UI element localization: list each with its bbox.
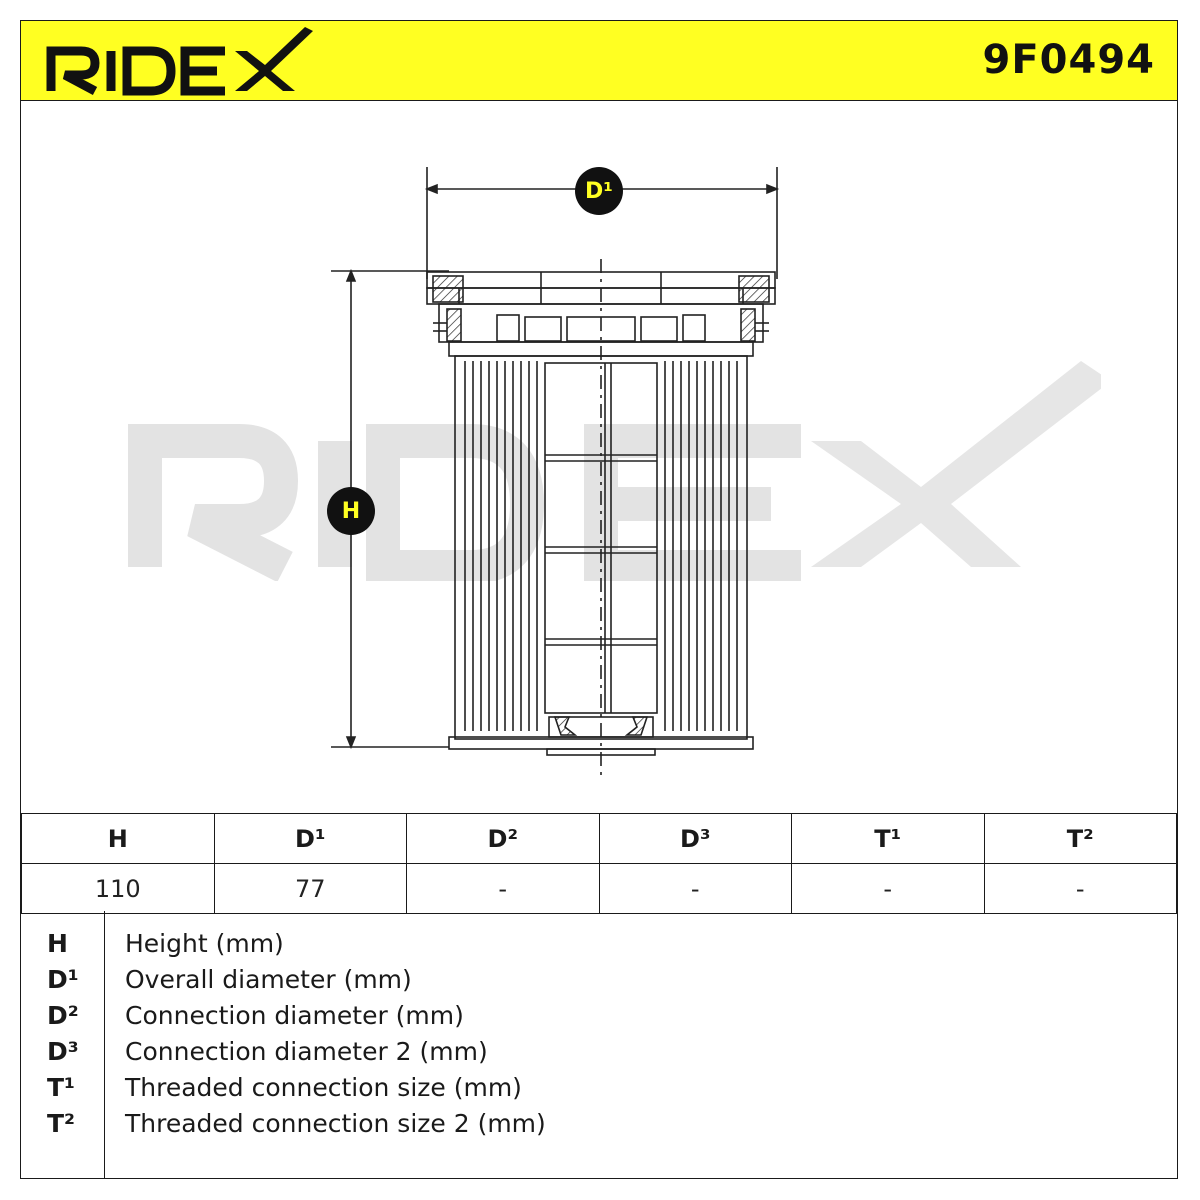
header-d3: D³ [598,813,792,864]
legend-text: Threaded connection size 2 (mm) [125,1109,546,1138]
legend-item: D³ Connection diameter 2 (mm) [21,1037,1177,1073]
legend: H Height (mm) D¹ Overall diameter (mm) D… [21,911,1177,1178]
header-d2: D² [406,813,600,864]
legend-text: Height (mm) [125,929,284,958]
legend-text: Threaded connection size (mm) [125,1073,522,1102]
legend-item: H Height (mm) [21,929,1177,965]
legend-key: D³ [47,1037,79,1066]
legend-item: T² Threaded connection size 2 (mm) [21,1109,1177,1145]
ridex-watermark [128,361,1101,581]
filter-drawing [331,167,780,781]
header-t1: T¹ [791,813,985,864]
legend-key: H [47,929,68,958]
header-h: H [21,813,215,864]
dimensions-table: H D¹ D² D³ T¹ T² 110 77 - - - - [21,813,1177,914]
legend-key: D¹ [47,965,79,994]
value-d3: - [598,863,792,914]
technical-drawing: D¹ H [21,101,1177,813]
table-header-row: H D¹ D² D³ T¹ T² [21,813,1177,864]
value-t1: - [791,863,985,914]
header-bar: 9F0494 [21,21,1177,101]
legend-key: T¹ [47,1073,76,1102]
legend-text: Connection diameter (mm) [125,1001,464,1030]
value-d1: 77 [213,863,407,914]
ridex-logo [46,27,313,96]
legend-key: D² [47,1001,79,1030]
part-number: 9F0494 [982,37,1155,83]
value-h: 110 [21,863,215,914]
value-t2: - [983,863,1177,914]
h-label-badge: H [327,487,375,535]
d1-label-badge: D¹ [575,167,623,215]
header-d1: D¹ [213,813,407,864]
header-t2: T² [983,813,1177,864]
legend-key: T² [47,1109,76,1138]
legend-text: Connection diameter 2 (mm) [125,1037,488,1066]
value-d2: - [406,863,600,914]
legend-item: D² Connection diameter (mm) [21,1001,1177,1037]
legend-item: D¹ Overall diameter (mm) [21,965,1177,1001]
legend-item: T¹ Threaded connection size (mm) [21,1073,1177,1109]
table-row: 110 77 - - - - [21,863,1177,914]
spec-sheet: 9F0494 [20,20,1178,1179]
legend-divider [104,911,105,1178]
legend-text: Overall diameter (mm) [125,965,412,994]
